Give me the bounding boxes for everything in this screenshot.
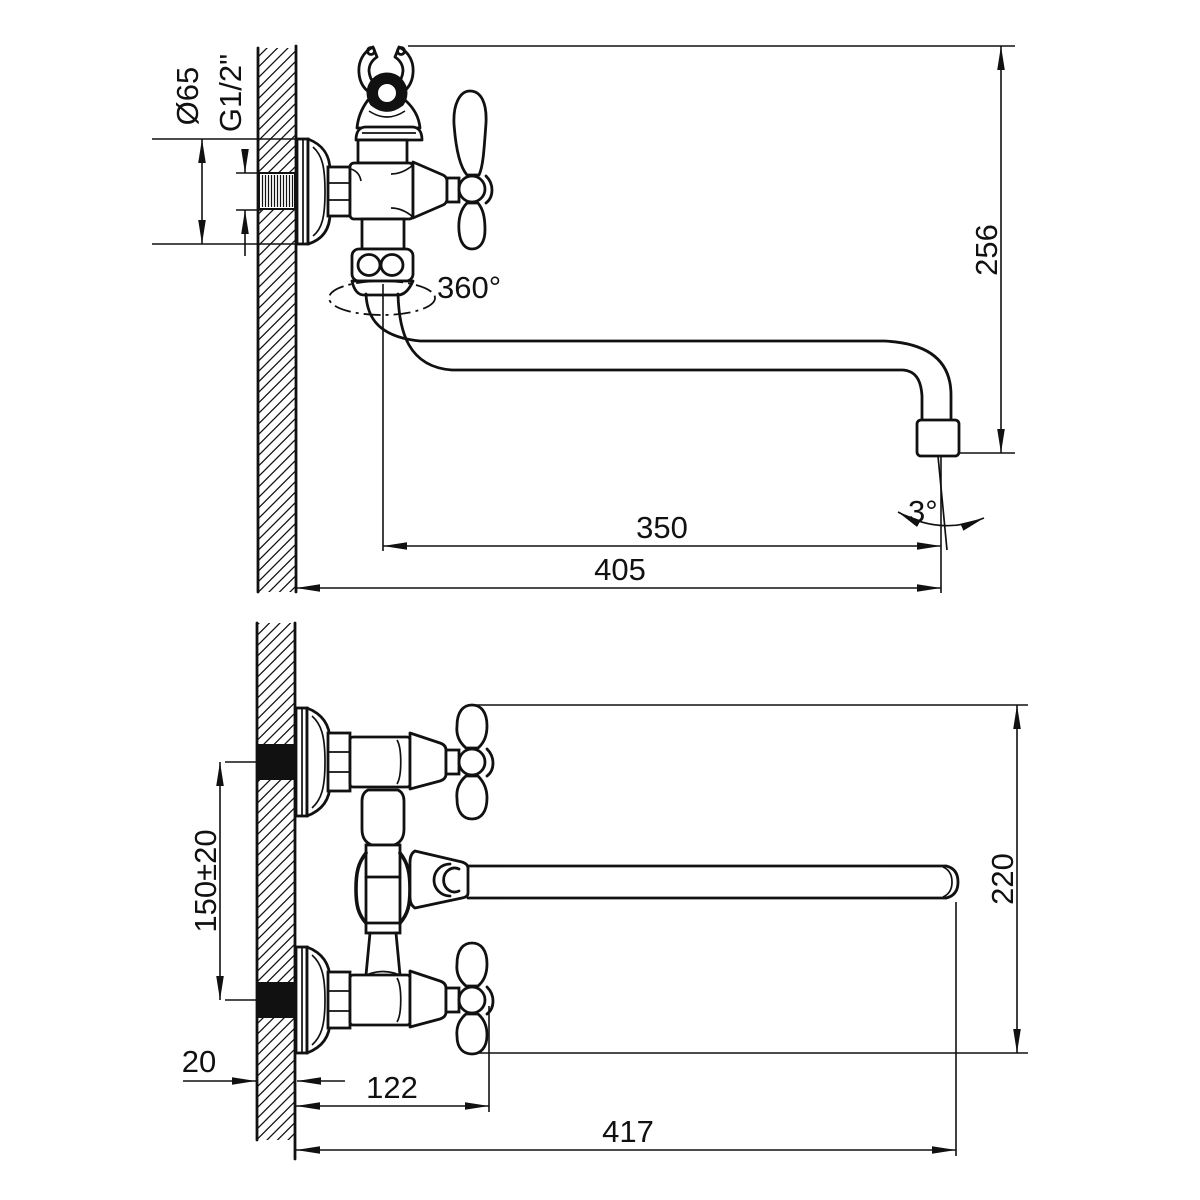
ring-highlight (368, 105, 406, 117)
upper-handle (455, 703, 495, 821)
dim-spray-angle: 3° (897, 494, 985, 531)
handle-lobe-top (452, 89, 488, 177)
spray-line (937, 455, 948, 551)
dim-spout-reach-350: 350 (383, 456, 942, 593)
wall-anchor-upper (258, 744, 295, 780)
dim-label-overall-length: 417 (602, 1114, 654, 1149)
handle-stem (445, 176, 461, 204)
dim-label-thread-size: G1/2" (213, 54, 248, 132)
dim-body-depth-122: 122 (296, 1006, 490, 1112)
dim-flange-diameter: Ø65 (152, 67, 301, 245)
shower-holder (354, 45, 424, 165)
dim-connection-centers: 150±20 (188, 761, 260, 1001)
dim-handle-span-220: 220 (474, 704, 1028, 1054)
hex-nut (326, 165, 352, 218)
swivel-nut (350, 217, 415, 297)
dim-label-flange-diameter: Ø65 (170, 67, 205, 126)
dim-label-height: 256 (969, 224, 1004, 276)
swivel-ellipse (328, 280, 436, 316)
dim-label-spout-reach: 350 (636, 510, 688, 545)
wall-section-plan (255, 621, 297, 1161)
dim-wall-thickness: 20 (182, 1044, 345, 1085)
dim-label-wall-thickness: 20 (182, 1044, 216, 1079)
handle-hub (457, 174, 487, 204)
hook-tip-left (366, 46, 376, 56)
dim-label-body-depth: 122 (366, 1070, 418, 1105)
dim-label-spray-angle: 3° (908, 494, 938, 529)
joint-barrel (360, 788, 406, 847)
lower-valve (294, 941, 495, 1056)
dim-height-256: 256 (408, 45, 1015, 454)
holder-riser (356, 138, 409, 165)
spout-side (328, 280, 961, 551)
aerator (915, 418, 961, 458)
dim-overall-length-417: 417 (296, 902, 957, 1156)
upper-valve (294, 703, 495, 821)
wall-nipple (258, 172, 296, 210)
handle-lobe-bottom (457, 201, 487, 251)
cross-handle-side (452, 89, 494, 251)
dim-label-swivel-angle: 360° (437, 270, 501, 305)
dim-label-handle-span: 220 (985, 853, 1020, 905)
dim-thread-size: G1/2" (213, 54, 261, 256)
plan-view: 150±20 20 122 417 220 (182, 621, 1028, 1161)
dim-swivel-angle: 360° (437, 270, 501, 305)
wall-section-side (256, 44, 298, 594)
dim-label-connection-centers: 150±20 (188, 829, 223, 932)
escutcheon-side (295, 137, 332, 246)
lower-handle (455, 941, 495, 1056)
thread-lines (261, 175, 294, 207)
valve-cone (411, 160, 449, 220)
dim-label-total-reach: 405 (594, 552, 646, 587)
hook-tip-right (396, 46, 406, 56)
dim-total-reach-405: 405 (296, 552, 941, 592)
handle-front-arm (484, 174, 494, 205)
side-view: Ø65 G1/2" 256 350 405 360° (152, 44, 1015, 594)
spout-cone (408, 849, 470, 910)
diverter-column (364, 843, 402, 935)
diverter-assembly (354, 788, 960, 978)
hose-ring-hole (376, 82, 398, 104)
spout-tube (466, 864, 960, 900)
wall-anchor-lower (258, 982, 295, 1018)
valve-body-side (326, 160, 461, 221)
